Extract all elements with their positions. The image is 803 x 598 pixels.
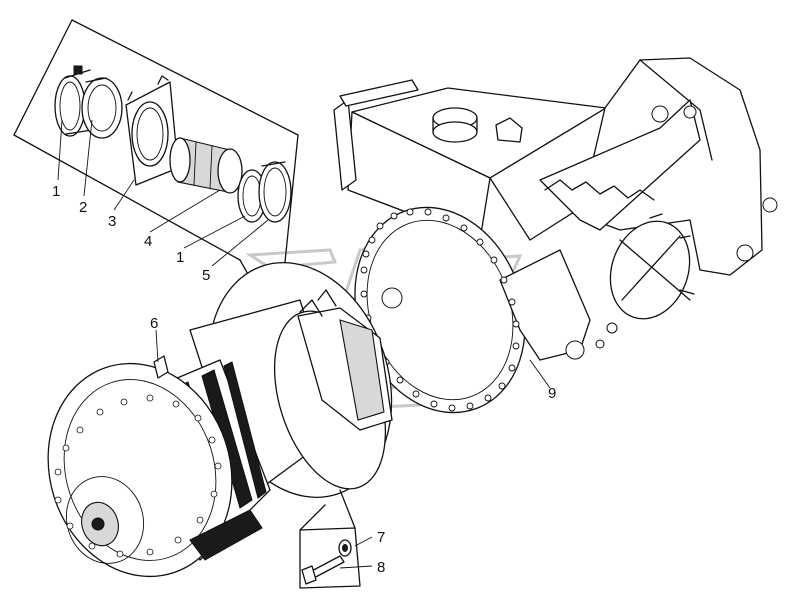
callout-9-housing: 9	[548, 385, 556, 402]
callout-7-washer: 7	[377, 529, 385, 546]
tube-part-4	[169, 137, 243, 194]
clamp-ring-part-1-second	[237, 169, 267, 223]
callout-4-tube: 4	[144, 233, 152, 250]
callout-2-sleeve: 2	[79, 199, 87, 216]
washer-part-7	[338, 539, 352, 557]
bolt-detail-box	[299, 489, 361, 589]
callout-1-clamp-second: 1	[176, 249, 184, 266]
callout-3-flange: 3	[108, 213, 116, 230]
axle-shaft-assembly	[297, 289, 393, 431]
final-drive-hub-part-6	[47, 262, 393, 578]
bolt-part-8	[301, 555, 345, 585]
callout-8-bolt: 8	[377, 559, 385, 576]
callout-6-hub: 6	[150, 315, 158, 332]
callout-5-ring: 5	[202, 267, 210, 284]
axle-housing-part-9	[333, 57, 778, 414]
clamp-ring-part-1	[54, 65, 93, 137]
flange-plate-part-3	[125, 75, 179, 186]
callout-1-clamp: 1	[52, 183, 60, 200]
sleeve-part-2	[81, 77, 123, 139]
leader-lines	[57, 119, 551, 569]
clamp-ring-part-5	[258, 161, 292, 223]
